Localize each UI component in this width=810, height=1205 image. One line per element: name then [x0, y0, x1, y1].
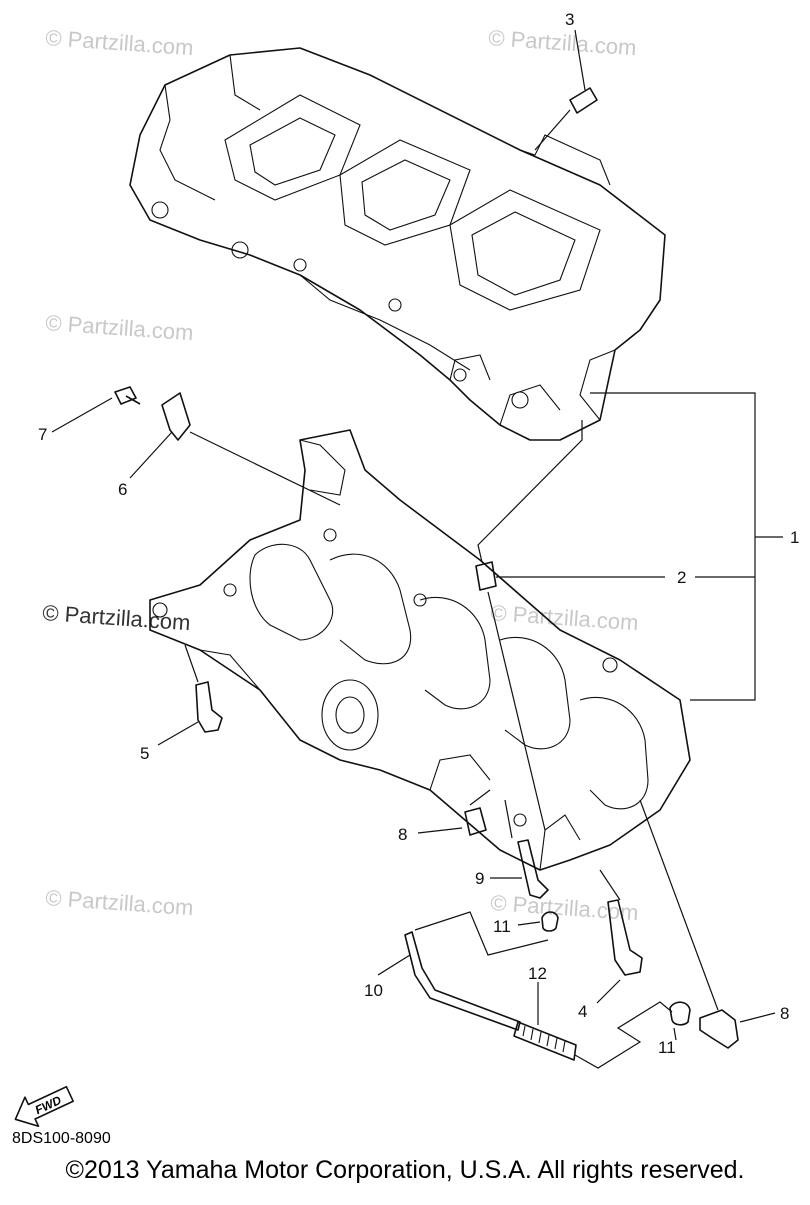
watermark-prominent: © Partzilla.com [42, 600, 192, 635]
upper-crankcase [129, 47, 666, 441]
bolt-9 [517, 839, 549, 899]
fitting-8a [464, 807, 487, 836]
elbow-fitting-8b [699, 1009, 739, 1049]
leader-lines [51, 29, 783, 1069]
fwd-arrow: FWD [14, 1085, 74, 1128]
callout-8a: 8 [398, 825, 407, 844]
dowel-pin-3 [569, 87, 598, 114]
bracket-6 [161, 392, 191, 441]
callout-8b: 8 [780, 1004, 789, 1023]
callouts: 3 7 6 1 2 5 8 9 11 10 12 4 11 8 [38, 10, 799, 1057]
watermark-3: © Partzilla.com [45, 310, 195, 345]
callout-7: 7 [38, 425, 47, 444]
small-parts [114, 87, 739, 1061]
watermark-1: © Partzilla.com [45, 25, 195, 60]
lower-crankcase [149, 429, 691, 871]
callout-2: 2 [677, 568, 686, 587]
callout-1: 1 [790, 528, 799, 547]
diagram-code: 8DS100-8090 [12, 1130, 111, 1147]
callout-11b: 11 [658, 1038, 676, 1057]
copyright-notice: ©2013 Yamaha Motor Corporation, U.S.A. A… [65, 1156, 745, 1184]
callout-5: 5 [140, 744, 149, 763]
callout-12: 12 [528, 964, 547, 983]
bolt-5 [195, 681, 223, 733]
watermark-5: © Partzilla.com [45, 885, 195, 920]
bolt-7 [114, 386, 141, 405]
watermark-4: © Partzilla.com [490, 600, 640, 635]
spring-12 [513, 1021, 577, 1061]
long-bolt-4 [607, 899, 643, 976]
callout-6: 6 [118, 480, 127, 499]
watermark-2: © Partzilla.com [488, 25, 638, 60]
callout-9: 9 [475, 869, 484, 888]
callout-11a: 11 [493, 917, 511, 936]
callout-3: 3 [565, 10, 574, 29]
dowel-2 [475, 561, 497, 591]
callout-4: 4 [578, 1002, 587, 1021]
cap-11b [669, 1001, 691, 1026]
cap-11a [541, 911, 559, 932]
hose-10 [404, 931, 521, 1031]
watermarks: © Partzilla.com © Partzilla.com © Partzi… [42, 25, 640, 925]
callout-10: 10 [364, 981, 383, 1000]
